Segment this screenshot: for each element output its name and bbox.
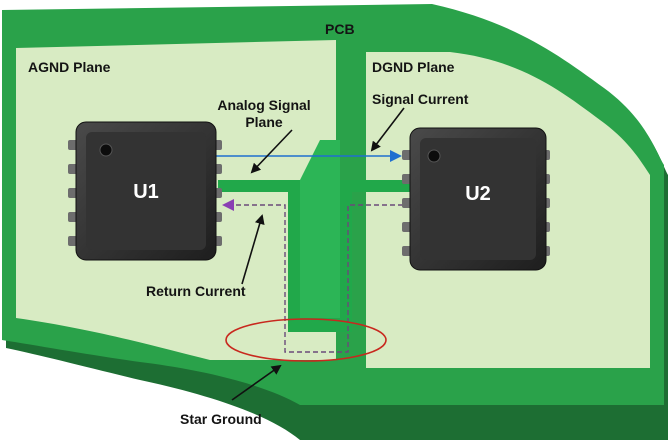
return-current-arrowhead <box>222 199 234 211</box>
analog-signal-plane-inner <box>300 140 340 318</box>
signal-current-callout-arrow <box>370 107 405 152</box>
u2-chip-face <box>420 138 536 260</box>
analog-signal-plane-label-line1: Analog Signal <box>217 97 310 113</box>
star-ground-callout-arrow <box>231 364 282 401</box>
star-ground-ellipse <box>225 318 387 362</box>
return-current-callout-arrow <box>241 214 265 285</box>
u1-label: U1 <box>133 181 159 203</box>
star-ground-label: Star Ground <box>180 411 262 427</box>
analog-signal-plane-label-line2: Plane <box>245 114 283 130</box>
u2-label: U2 <box>465 183 491 205</box>
analog-plane-callout-arrow <box>250 129 293 174</box>
return-current-path <box>228 204 410 353</box>
pcb-label: PCB <box>325 21 355 37</box>
dgnd-plane-label: DGND Plane <box>372 59 455 75</box>
u1-chip-face <box>86 132 206 250</box>
u2-pin1-dot <box>427 149 441 163</box>
u1-pin1-dot <box>99 143 113 157</box>
agnd-plane-label: AGND Plane <box>28 59 111 75</box>
signal-current-label: Signal Current <box>372 91 469 107</box>
return-current-label: Return Current <box>146 283 246 299</box>
